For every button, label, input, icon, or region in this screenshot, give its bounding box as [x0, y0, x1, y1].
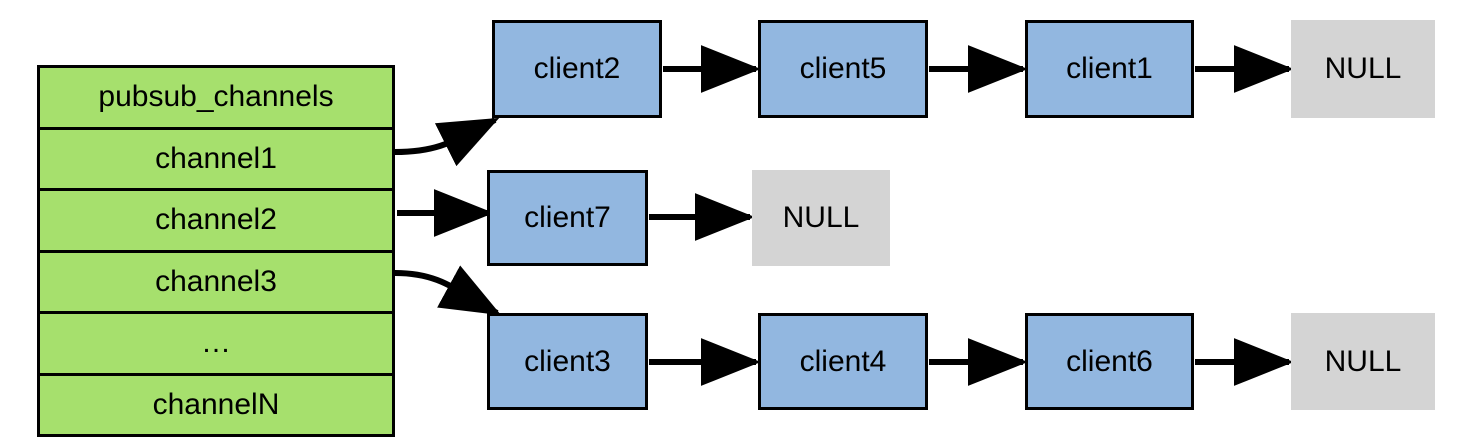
- node-client7[interactable]: client7: [487, 170, 648, 266]
- pubsub-channels-table: pubsub_channels channel1 channel2 channe…: [37, 65, 395, 437]
- node-null-chain3: NULL: [1291, 313, 1435, 410]
- table-row-channel3[interactable]: channel3: [40, 252, 392, 314]
- node-client1[interactable]: client1: [1025, 20, 1194, 118]
- node-client6[interactable]: client6: [1025, 313, 1194, 410]
- node-client3[interactable]: client3: [487, 313, 648, 410]
- node-null-chain1: NULL: [1291, 20, 1435, 118]
- table-row-ellipsis: …: [40, 314, 392, 376]
- node-client4[interactable]: client4: [758, 313, 928, 410]
- edge-channel1-to-client2: [394, 117, 500, 167]
- table-row-channelN[interactable]: channelN: [40, 375, 392, 434]
- table-header-cell: pubsub_channels: [40, 68, 392, 130]
- table-row-channel2[interactable]: channel2: [40, 191, 392, 253]
- node-client5[interactable]: client5: [758, 20, 928, 118]
- node-client2[interactable]: client2: [492, 20, 662, 118]
- edge-channel3-to-client3: [394, 265, 502, 316]
- node-null-chain2: NULL: [752, 170, 890, 266]
- table-row-channel1[interactable]: channel1: [40, 129, 392, 191]
